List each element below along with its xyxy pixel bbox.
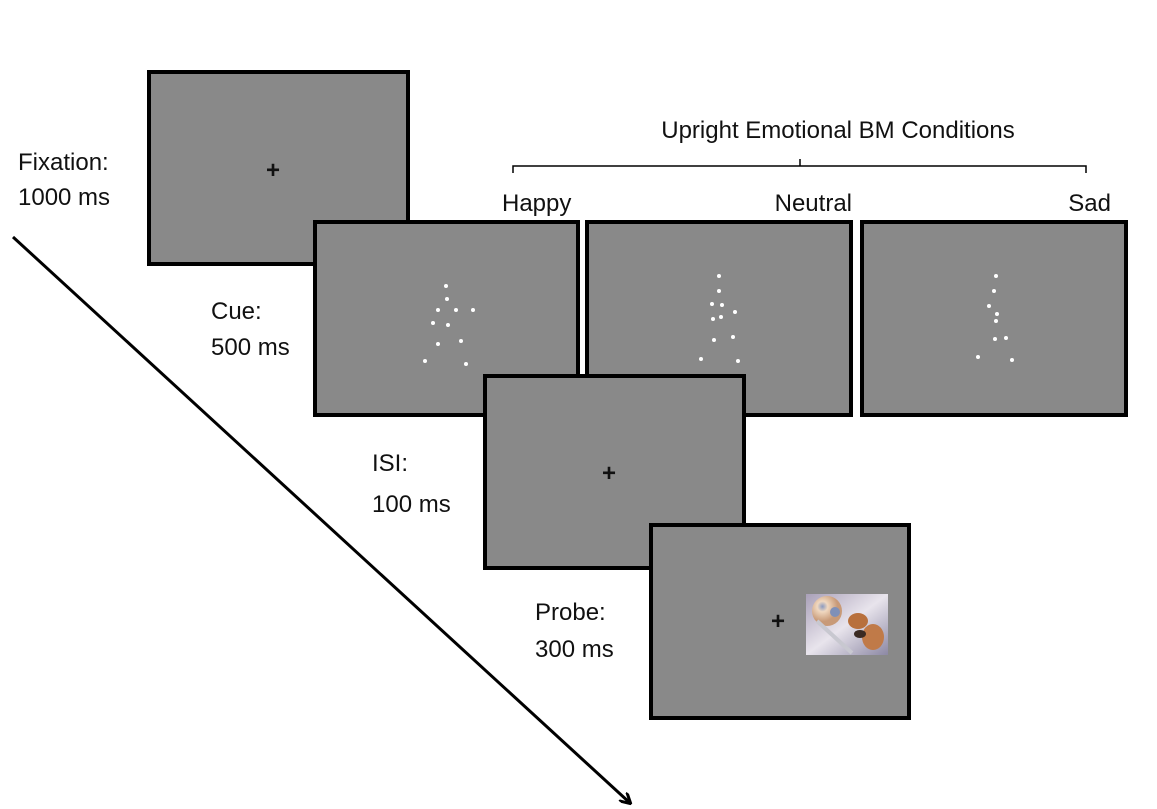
stage-label-isi: ISI: bbox=[372, 450, 408, 477]
condition-label-neutral: Neutral bbox=[775, 190, 852, 217]
probe-fixation-cross: + bbox=[771, 608, 785, 635]
stage-label-probe: Probe: bbox=[535, 599, 606, 626]
conditions-title: Upright Emotional BM Conditions bbox=[661, 117, 1015, 144]
point-light-figure-sad bbox=[976, 274, 1014, 362]
stage-duration-isi: 100 ms bbox=[372, 491, 451, 518]
condition-label-happy: Happy bbox=[502, 190, 571, 217]
cue-screen-sad bbox=[860, 220, 1128, 417]
fixation-cross: + bbox=[266, 157, 280, 184]
point-light-figure-neutral bbox=[699, 274, 740, 363]
time-arrow bbox=[11, 235, 630, 803]
stage-label-fixation: Fixation: bbox=[18, 149, 109, 176]
probe-image bbox=[806, 594, 888, 655]
probe-screen: + bbox=[649, 523, 911, 720]
stage-duration-probe: 300 ms bbox=[535, 636, 614, 663]
condition-label-sad: Sad bbox=[1068, 190, 1111, 217]
stage-duration-cue: 500 ms bbox=[211, 334, 290, 361]
conditions-bracket bbox=[512, 159, 1087, 173]
stage-label-cue: Cue: bbox=[211, 298, 262, 325]
stage-duration-fixation: 1000 ms bbox=[18, 184, 110, 211]
isi-fixation-cross: + bbox=[602, 460, 616, 487]
point-light-figure-happy bbox=[423, 284, 475, 366]
